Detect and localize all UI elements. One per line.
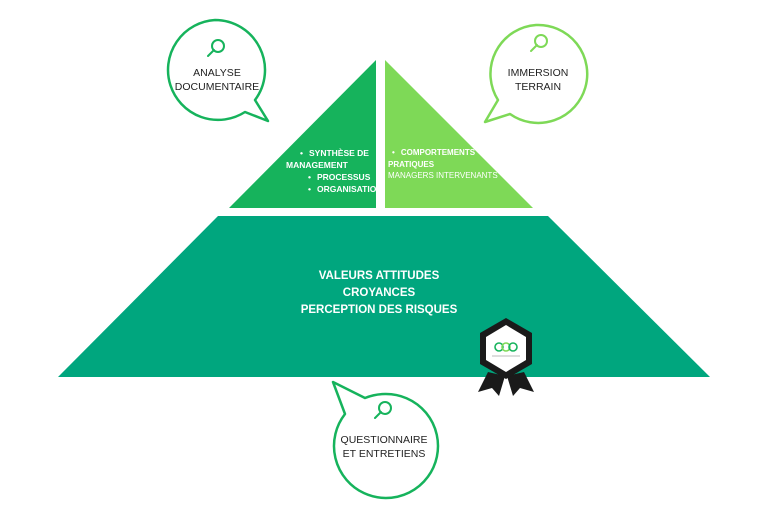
bubble-questionnaire-text: QUESTIONNAIRE ET ENTRETIENS — [326, 433, 442, 461]
left-item-1: SYNTHÈSE DE — [300, 148, 369, 158]
right-item-2: PRATIQUES — [388, 159, 435, 169]
bubble-analyse-documentaire-text: ANALYSE DOCUMENTAIRE — [165, 66, 269, 94]
bubble-bottom-line2: ET ENTRETIENS — [342, 448, 426, 460]
base-line-3: PERCEPTION DES RISQUES — [300, 304, 458, 316]
base-line-2: CROYANCES — [342, 287, 416, 299]
bubble-bottom-line1: QUESTIONNAIRE — [340, 434, 428, 446]
base-line-1: VALEURS ATTITUDES — [318, 270, 440, 282]
left-item-3: PROCESSUS — [308, 172, 370, 182]
certification-badge-icon — [478, 318, 534, 396]
magnifier-icon — [374, 401, 392, 419]
right-section-list: COMPORTEMENTS PRATIQUES MANAGERS INTERVE… — [388, 147, 508, 182]
pyramid-left-section — [229, 60, 376, 208]
bubble-analyse-documentaire — [166, 18, 270, 123]
left-item-4: ORGANISATION — [308, 184, 382, 194]
pyramid-right-section — [385, 60, 533, 208]
pyramid-base — [58, 216, 710, 377]
base-section-text: VALEURS ATTITUDES CROYANCES PERCEPTION D… — [264, 268, 494, 319]
bubble-questionnaire — [331, 380, 440, 500]
right-item-3: MANAGERS INTERVENANTS — [388, 171, 498, 180]
bubble-immersion-terrain-text: IMMERSION TERRAIN — [486, 66, 590, 94]
right-item-1: COMPORTEMENTS — [392, 148, 475, 157]
bubble-top-right-line2: TERRAIN — [514, 81, 562, 93]
bubble-immersion-terrain — [483, 23, 589, 125]
bubble-top-right-line1: IMMERSION — [507, 67, 569, 79]
left-section-list: SYNTHÈSE DE MANAGEMENT PROCESSUS ORGANIS… — [286, 147, 382, 195]
bubble-top-left-line1: ANALYSE — [193, 67, 241, 79]
magnifier-icon — [207, 39, 225, 57]
bubble-top-left-line2: DOCUMENTAIRE — [174, 81, 260, 93]
magnifier-icon — [530, 34, 548, 52]
left-item-2: MANAGEMENT — [286, 160, 348, 170]
